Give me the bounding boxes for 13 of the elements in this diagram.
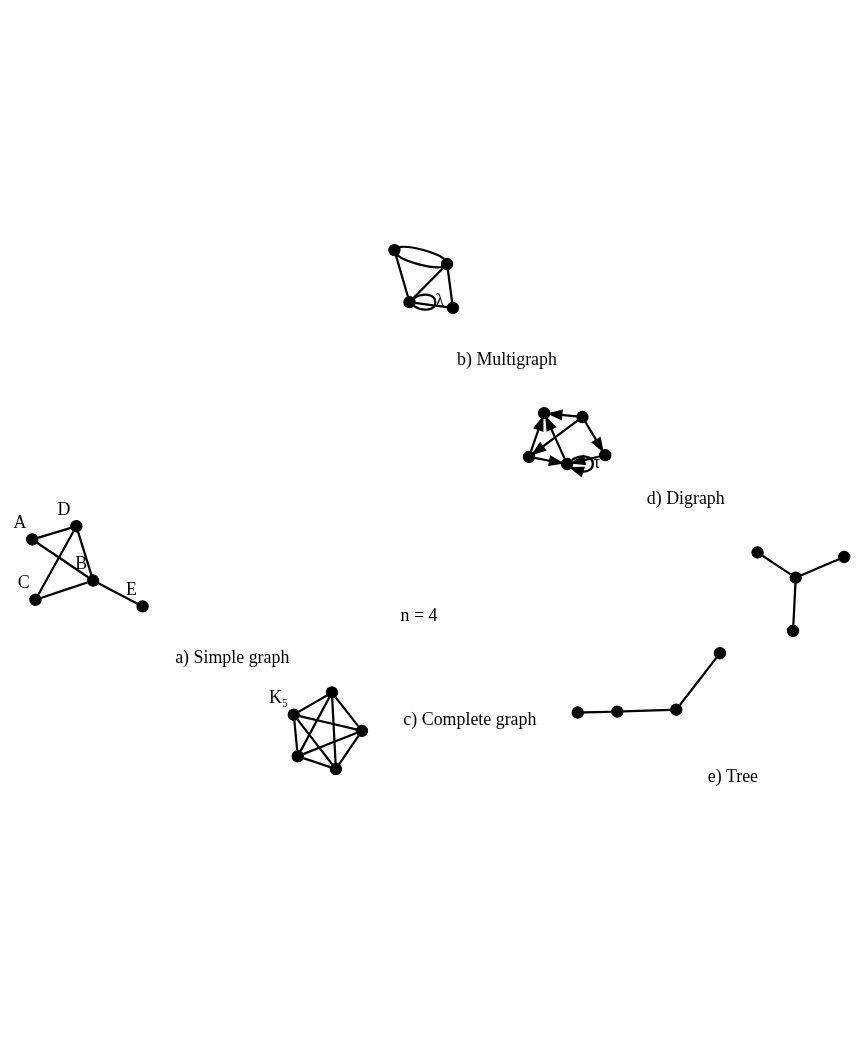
- label: c) Complete graph: [403, 708, 537, 729]
- label: n = 4: [400, 604, 438, 625]
- label: a) Simple graph: [175, 646, 290, 667]
- label: d) Digraph: [646, 487, 725, 508]
- label: b) Multigraph: [457, 348, 557, 369]
- node-label: A: [13, 511, 27, 532]
- node-label: K₅: [269, 686, 289, 707]
- node-label: C: [17, 571, 30, 592]
- node-label: D: [57, 498, 71, 519]
- edge-label: τ: [593, 451, 601, 472]
- node-label: E: [125, 578, 137, 599]
- label: e) Tree: [707, 765, 759, 786]
- node-label: B: [75, 552, 88, 573]
